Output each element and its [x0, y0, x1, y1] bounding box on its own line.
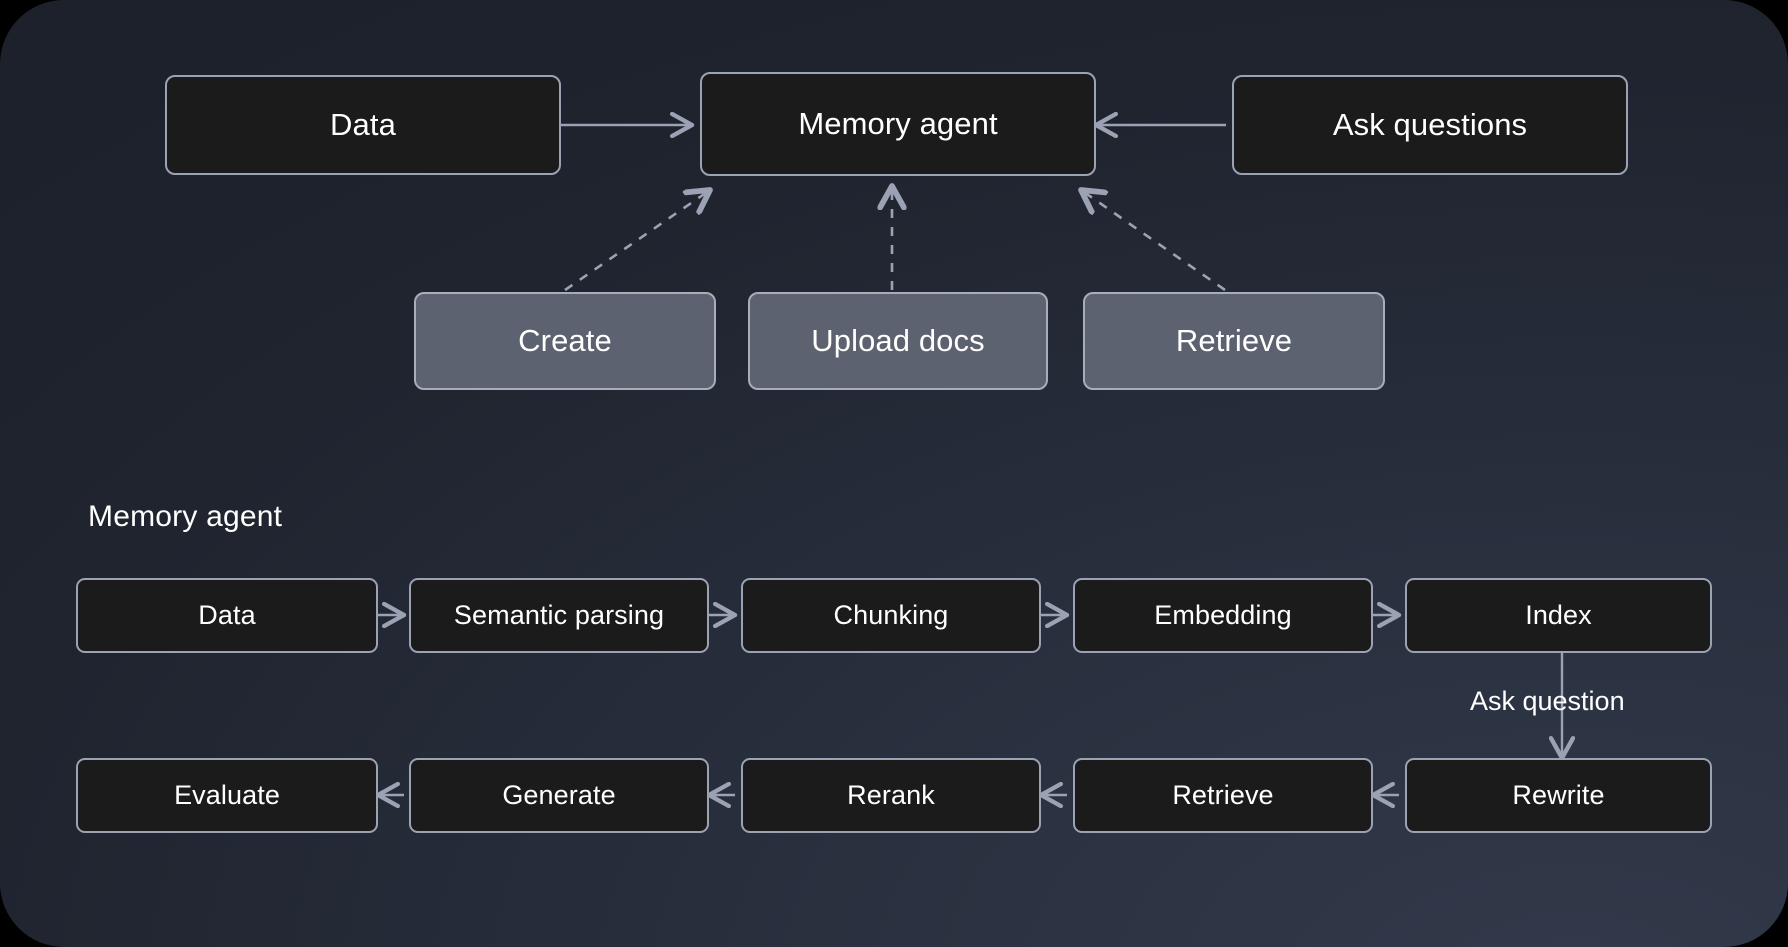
node-label: Ask questions: [1332, 107, 1528, 143]
node-pipeline-evaluate[interactable]: Evaluate: [76, 758, 378, 833]
node-label: Generate: [502, 779, 616, 810]
node-label: Rewrite: [1512, 779, 1605, 810]
node-pipeline-index[interactable]: Index: [1405, 578, 1712, 653]
node-upload-docs[interactable]: Upload docs: [748, 292, 1048, 390]
node-pipeline-embedding[interactable]: Embedding: [1073, 578, 1373, 653]
node-memory-agent[interactable]: Memory agent: [700, 72, 1096, 176]
node-create[interactable]: Create: [414, 292, 716, 390]
node-label: Rerank: [847, 779, 935, 810]
section-title-memory-agent: Memory agent: [88, 500, 283, 533]
node-label: Data: [330, 107, 396, 143]
node-ask-questions[interactable]: Ask questions: [1232, 75, 1628, 175]
edge-label-ask-question: Ask question: [1470, 686, 1625, 716]
node-label: Embedding: [1154, 599, 1292, 630]
node-label: Evaluate: [174, 779, 280, 810]
node-data-overview[interactable]: Data: [165, 75, 561, 175]
edge-retrieve-to-memory-agent: [1081, 190, 1226, 292]
node-pipeline-generate[interactable]: Generate: [409, 758, 709, 833]
node-pipeline-data[interactable]: Data: [76, 578, 378, 653]
node-label: Retrieve: [1175, 323, 1293, 359]
node-pipeline-retrieve[interactable]: Retrieve: [1073, 758, 1373, 833]
node-label: Retrieve: [1172, 779, 1274, 810]
node-pipeline-rewrite[interactable]: Rewrite: [1405, 758, 1712, 833]
node-label: Create: [518, 323, 612, 359]
node-retrieve-overview[interactable]: Retrieve: [1083, 292, 1385, 390]
node-label: Upload docs: [811, 323, 985, 359]
node-label: Index: [1525, 599, 1592, 630]
node-label: Semantic parsing: [453, 599, 665, 630]
edge-create-to-memory-agent: [564, 190, 710, 292]
node-pipeline-chunking[interactable]: Chunking: [741, 578, 1041, 653]
node-label: Memory agent: [798, 106, 998, 142]
node-label: Data: [198, 599, 256, 630]
node-label: Chunking: [833, 599, 949, 630]
node-pipeline-semantic-parsing[interactable]: Semantic parsing: [409, 578, 709, 653]
node-pipeline-rerank[interactable]: Rerank: [741, 758, 1041, 833]
